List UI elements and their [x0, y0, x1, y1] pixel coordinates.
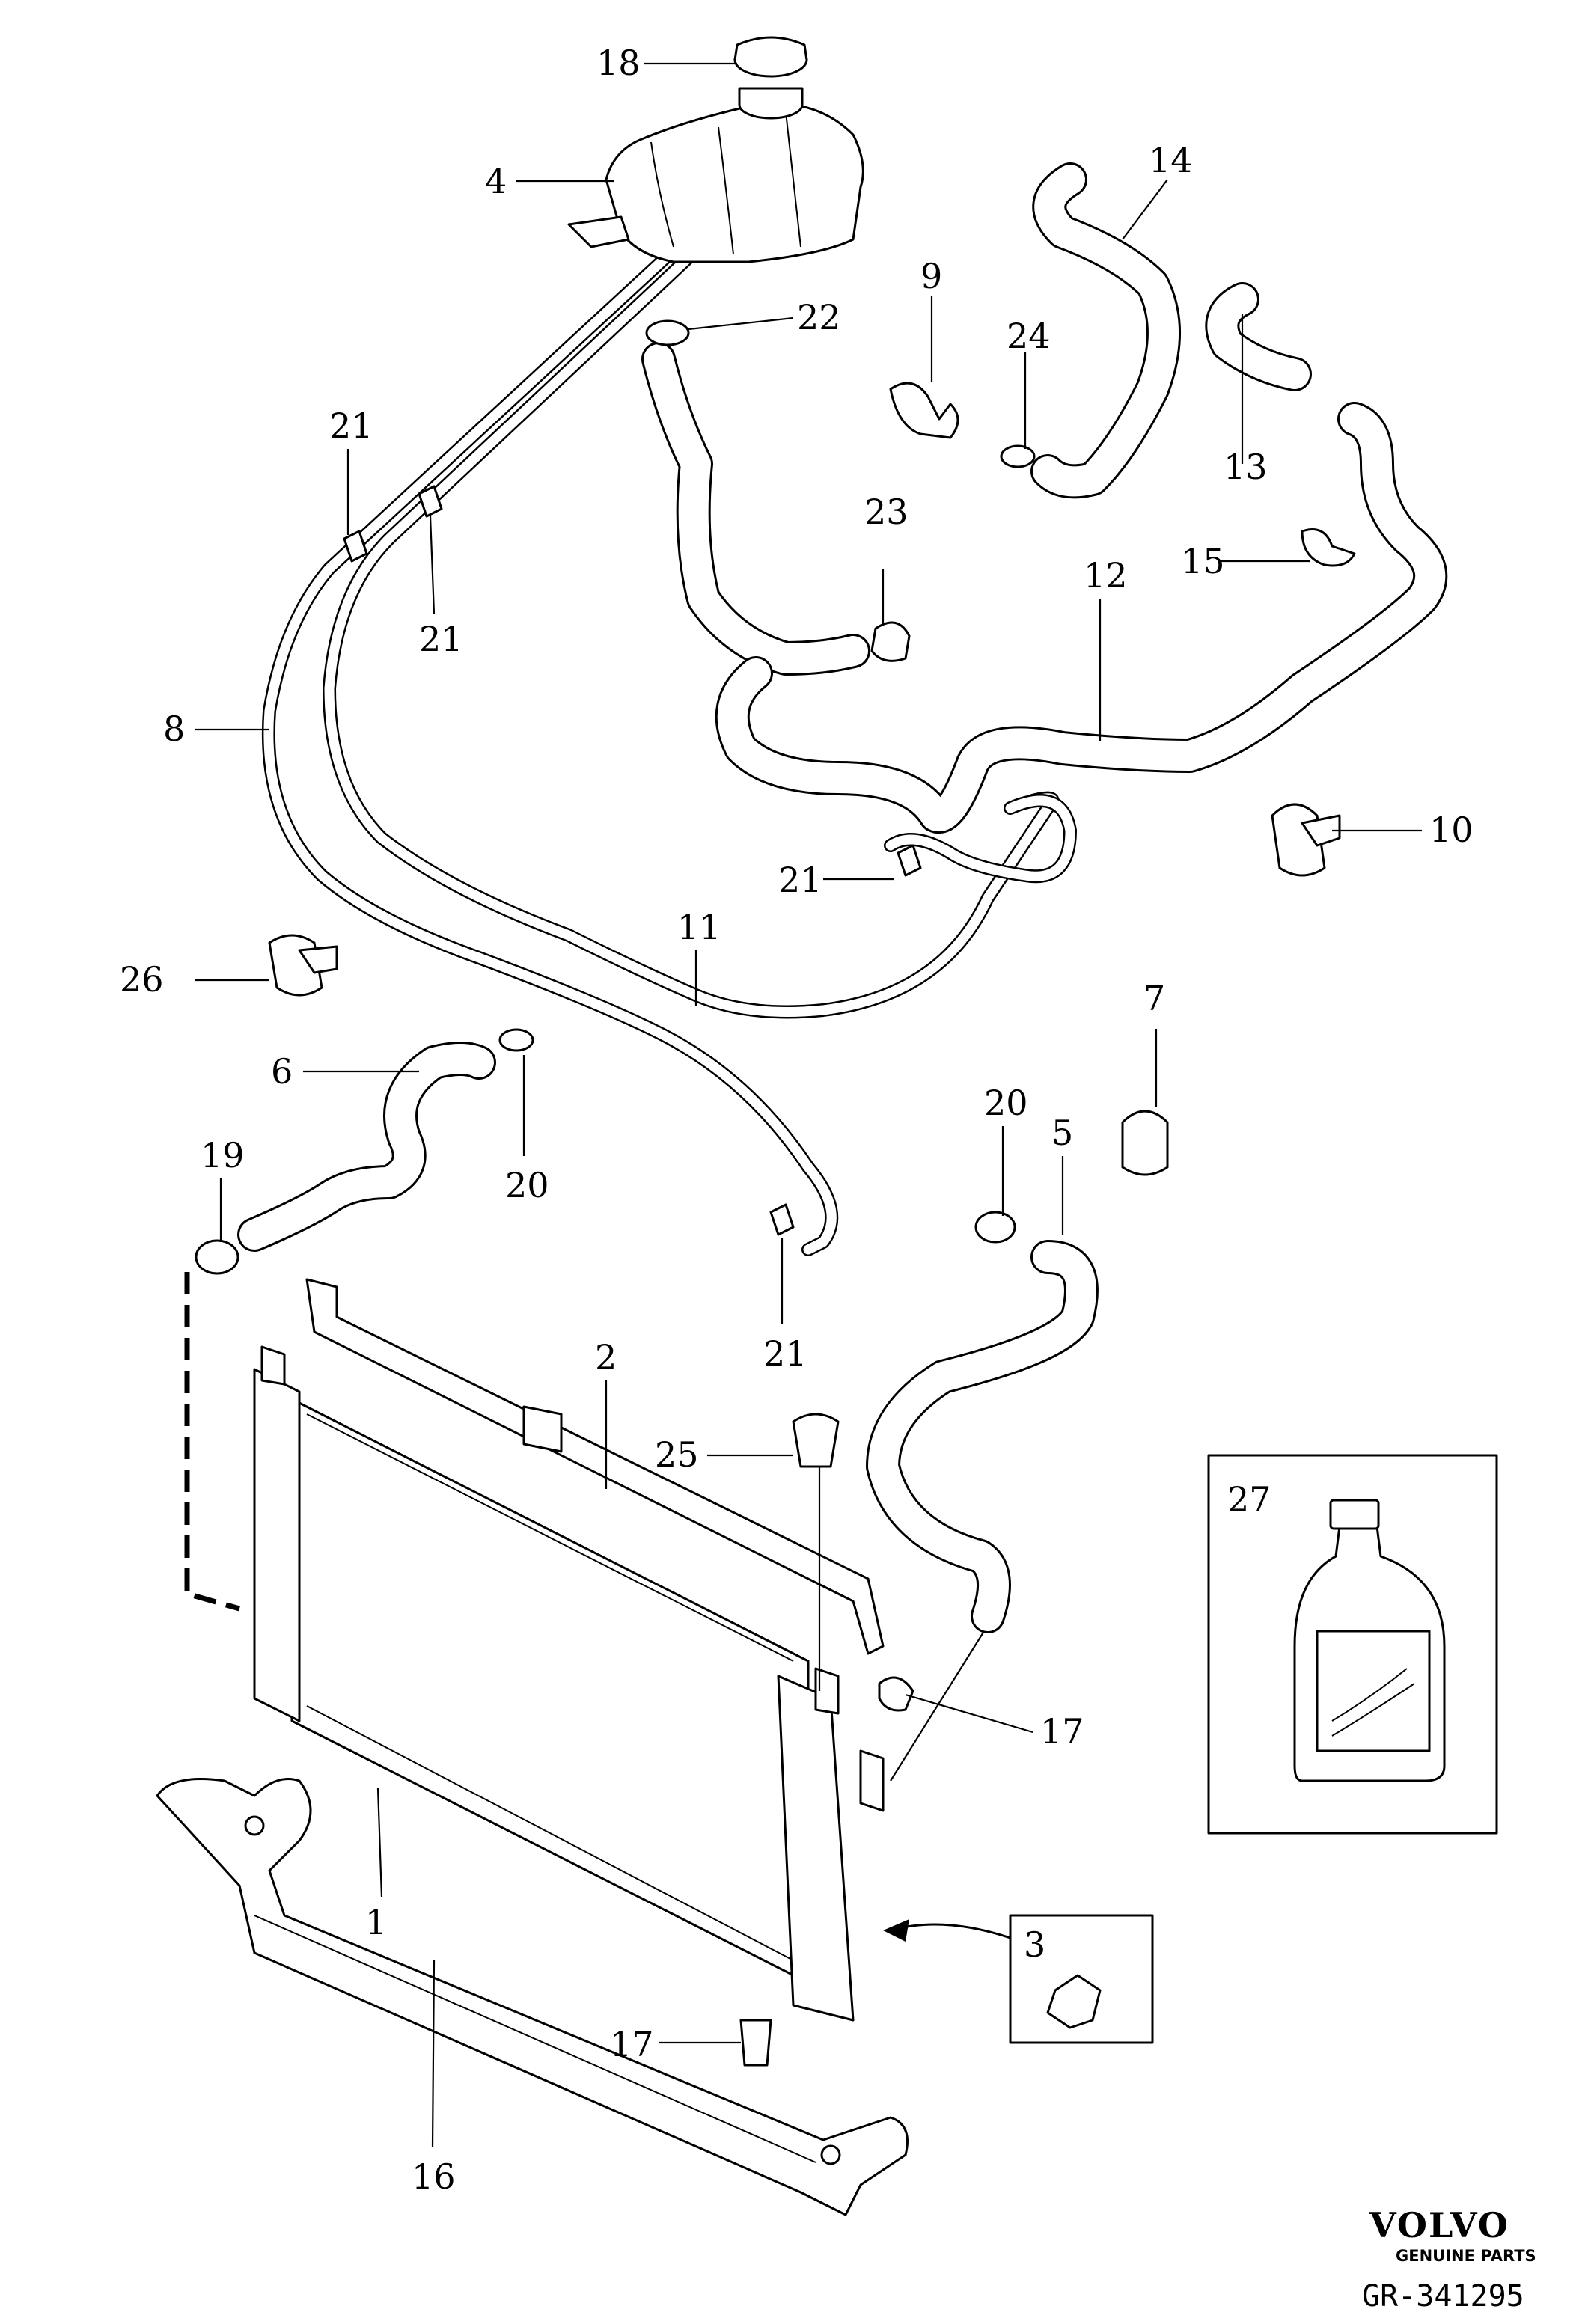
pipe-8-outer-inner: [263, 242, 837, 1255]
callout-22: 22: [797, 297, 841, 337]
callout-9: 9: [920, 256, 942, 296]
callout-10: 10: [1429, 810, 1474, 850]
callout-11: 11: [677, 907, 721, 947]
diagram-reference: GR-341295: [1362, 2279, 1524, 2314]
expansion-tank: [567, 36, 864, 263]
callout-20-right: 20: [984, 1083, 1028, 1123]
callout-14: 14: [1149, 140, 1193, 180]
callout-15: 15: [1181, 541, 1225, 581]
callout-12: 12: [1084, 555, 1128, 596]
callout-23: 23: [864, 492, 909, 532]
lower-crossmember: [156, 1778, 909, 2216]
callout-21-top-left: 21: [329, 406, 373, 446]
callout-19: 19: [201, 1135, 245, 1175]
pipe-8-second-inner: [324, 245, 1058, 1017]
detail-box-3: [883, 1914, 1154, 2044]
leader-lines: [195, 62, 1422, 2148]
callout-5: 5: [1051, 1113, 1073, 1153]
callout-6: 6: [271, 1051, 293, 1092]
radiator: [184, 1272, 885, 2022]
hose-13-inner: [1207, 284, 1310, 389]
callout-17-right: 17: [1040, 1711, 1084, 1752]
callout-27: 27: [1227, 1479, 1271, 1520]
detail-box-27: [1207, 1454, 1498, 1835]
genuine-parts-tagline: GENUINE PARTS: [1396, 2247, 1536, 2265]
callout-4: 4: [485, 161, 507, 201]
volvo-logo: VOLVO: [1369, 2205, 1509, 2245]
callout-13: 13: [1224, 447, 1268, 487]
callout-25: 25: [655, 1434, 699, 1475]
callout-1: 1: [365, 1902, 387, 1942]
callout-3: 3: [1024, 1924, 1045, 1965]
callout-20-left: 20: [505, 1165, 549, 1205]
callout-7: 7: [1143, 978, 1165, 1018]
callout-26: 26: [120, 959, 164, 1000]
upper-bracket: [305, 1278, 885, 1655]
callout-24: 24: [1007, 316, 1051, 356]
hose-6-inner: [239, 1044, 494, 1250]
hose-14-inner: [1033, 165, 1179, 497]
hose-12-inner: [717, 404, 1446, 831]
callout-21-mid-left: 21: [419, 619, 463, 659]
pipe-11-inner: [885, 795, 1075, 881]
callout-18: 18: [596, 43, 641, 83]
callout-labels: 18 4 22 9 24 14 13 15 12 23 21 21 10 8 1…: [120, 43, 1474, 2197]
callout-21-bottom: 21: [763, 1333, 807, 1374]
hose-22-inner: [644, 344, 868, 673]
callout-21-right: 21: [778, 860, 822, 900]
callout-17-bottom: 17: [610, 2024, 654, 2064]
hoses-and-pipes: [237, 162, 1448, 1633]
callout-8: 8: [163, 709, 185, 749]
clips: [195, 319, 1356, 2067]
brand-block: VOLVO GENUINE PARTS GR-341295: [1362, 2205, 1536, 2314]
callout-2: 2: [595, 1337, 617, 1377]
callout-16: 16: [412, 2156, 456, 2197]
hose-5-inner: [868, 1242, 1096, 1631]
